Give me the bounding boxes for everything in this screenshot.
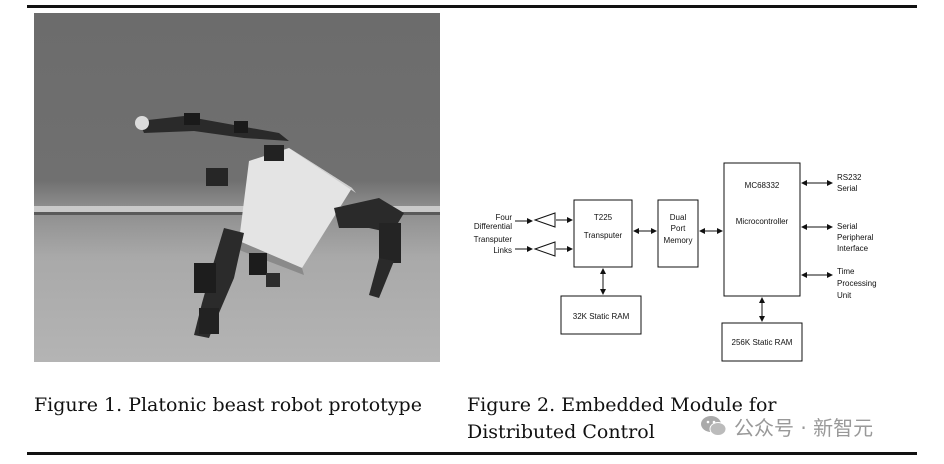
svg-text:256K Static RAM: 256K Static RAM — [732, 338, 793, 347]
buffer-triangle-1 — [533, 212, 556, 228]
svg-text:Transputer: Transputer — [474, 235, 513, 244]
watermark-text: 公众号 · 新智元 — [734, 415, 874, 440]
svg-text:Serial: Serial — [837, 184, 858, 193]
links-label: Four Differential Transputer Links — [474, 213, 513, 255]
svg-text:Microcontroller: Microcontroller — [736, 217, 789, 226]
figure1-caption: Figure 1. Platonic beast robot prototype — [34, 394, 422, 416]
bottom-rule — [27, 452, 917, 455]
svg-text:Processing: Processing — [837, 279, 877, 288]
robot-photo — [34, 13, 440, 362]
svg-text:Four: Four — [496, 213, 513, 222]
embedded-module-diagram: Four Differential Transputer Links T225 … — [460, 150, 920, 375]
figure2-caption: Figure 2. Embedded Module for Distribute… — [467, 394, 777, 443]
microcontroller-block — [723, 162, 801, 297]
svg-text:Time: Time — [837, 267, 855, 276]
svg-text:Differential: Differential — [474, 222, 512, 231]
svg-text:RS232: RS232 — [837, 173, 862, 182]
svg-text:Memory: Memory — [664, 236, 693, 245]
svg-text:Unit: Unit — [837, 291, 852, 300]
svg-text:32K Static RAM: 32K Static RAM — [573, 312, 630, 321]
spi-label: Serial Peripheral Interface — [837, 222, 874, 253]
svg-text:T225: T225 — [594, 213, 613, 222]
rs232-label: RS232 Serial — [837, 173, 862, 193]
svg-text:Transputer: Transputer — [584, 231, 623, 240]
buffer-triangle-2 — [533, 241, 556, 257]
svg-text:Interface: Interface — [837, 244, 869, 253]
svg-text:Port: Port — [671, 224, 686, 233]
svg-text:MC68332: MC68332 — [745, 181, 780, 190]
svg-text:Dual: Dual — [670, 213, 687, 222]
top-rule — [27, 5, 917, 8]
svg-text:Serial: Serial — [837, 222, 858, 231]
tpu-label: Time Processing Unit — [837, 267, 877, 300]
svg-text:Links: Links — [493, 246, 512, 255]
svg-text:Peripheral: Peripheral — [837, 233, 874, 242]
ram-32k-block — [560, 295, 642, 335]
wechat-icon — [701, 416, 727, 436]
dual-port-memory-block — [657, 199, 699, 268]
transputer-block — [573, 199, 633, 268]
watermark: 公众号 · 新智元 — [700, 410, 873, 442]
ram-256k-block — [721, 322, 803, 362]
